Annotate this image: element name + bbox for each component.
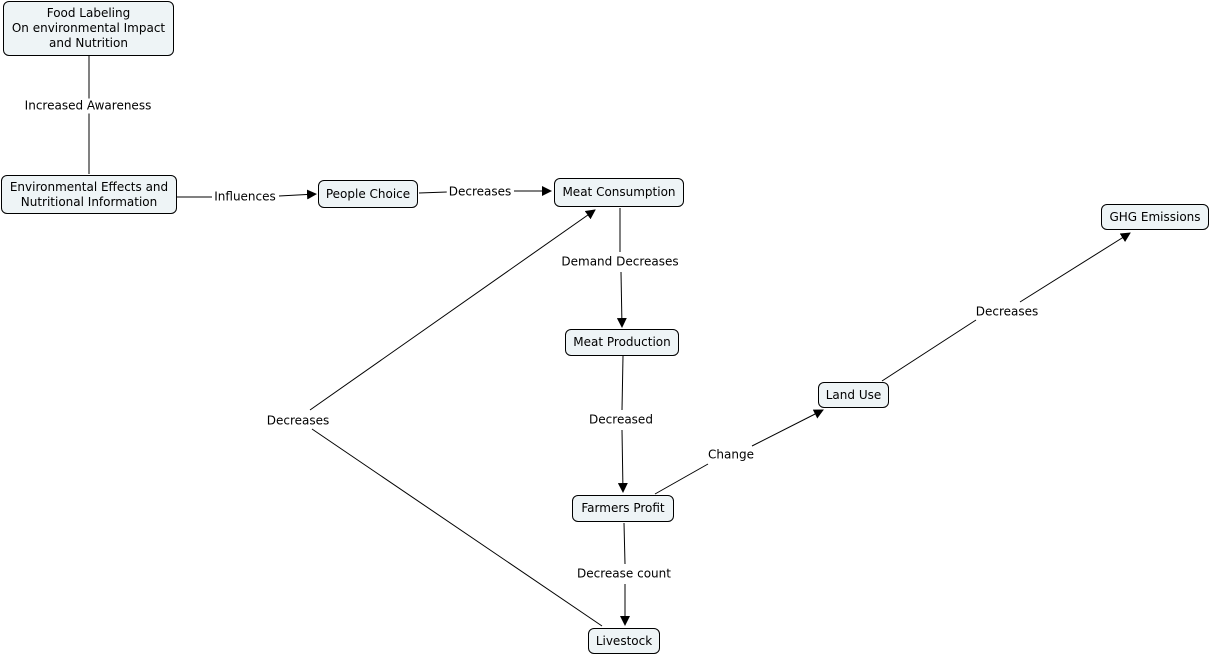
link-label-decreases-ghg[interactable]: Decreases [973, 304, 1041, 320]
node-food-labeling[interactable]: Food Labeling On environmental Impact an… [3, 1, 174, 56]
connector-choice-to-decreases [418, 191, 448, 194]
link-label-influences[interactable]: Influences [212, 189, 278, 205]
node-environmental-effects[interactable]: Environmental Effects and Nutritional In… [1, 175, 177, 214]
node-ghg-emissions[interactable]: GHG Emissions [1101, 204, 1209, 230]
connector-livestock-to-decreases [311, 428, 603, 627]
link-label-increased-awareness[interactable]: Increased Awareness [22, 98, 154, 114]
connector-change-to-landuse [751, 409, 824, 447]
connector-profit-to-change [654, 463, 709, 495]
node-land-use[interactable]: Land Use [818, 382, 889, 408]
link-label-decreased[interactable]: Decreased [587, 412, 655, 428]
node-meat-consumption[interactable]: Meat Consumption [554, 178, 684, 207]
connector-landuse-to-decreases [881, 319, 977, 382]
connector-decreased-to-profit [617, 429, 628, 493]
connector-profit-to-count [623, 522, 626, 565]
connector-decreases-to-ghg [1019, 232, 1131, 303]
connector-influences-to-choice [278, 189, 317, 200]
node-farmers-profit[interactable]: Farmers Profit [572, 495, 674, 522]
node-livestock[interactable]: Livestock [588, 628, 660, 654]
link-label-decreases-choice[interactable]: Decreases [446, 184, 514, 200]
node-people-choice[interactable]: People Choice [318, 180, 418, 208]
link-label-demand-decreases[interactable]: Demand Decreases [559, 254, 681, 270]
link-label-decrease-count[interactable]: Decrease count [575, 566, 673, 582]
connector-decreases-to-consumption-2 [309, 209, 596, 411]
node-meat-production[interactable]: Meat Production [565, 329, 679, 356]
connector-demand-to-production [616, 271, 627, 328]
connector-production-to-decreased [621, 355, 624, 411]
link-label-decreases-livestock[interactable]: Decreases [264, 413, 332, 429]
link-label-change[interactable]: Change [706, 447, 756, 463]
